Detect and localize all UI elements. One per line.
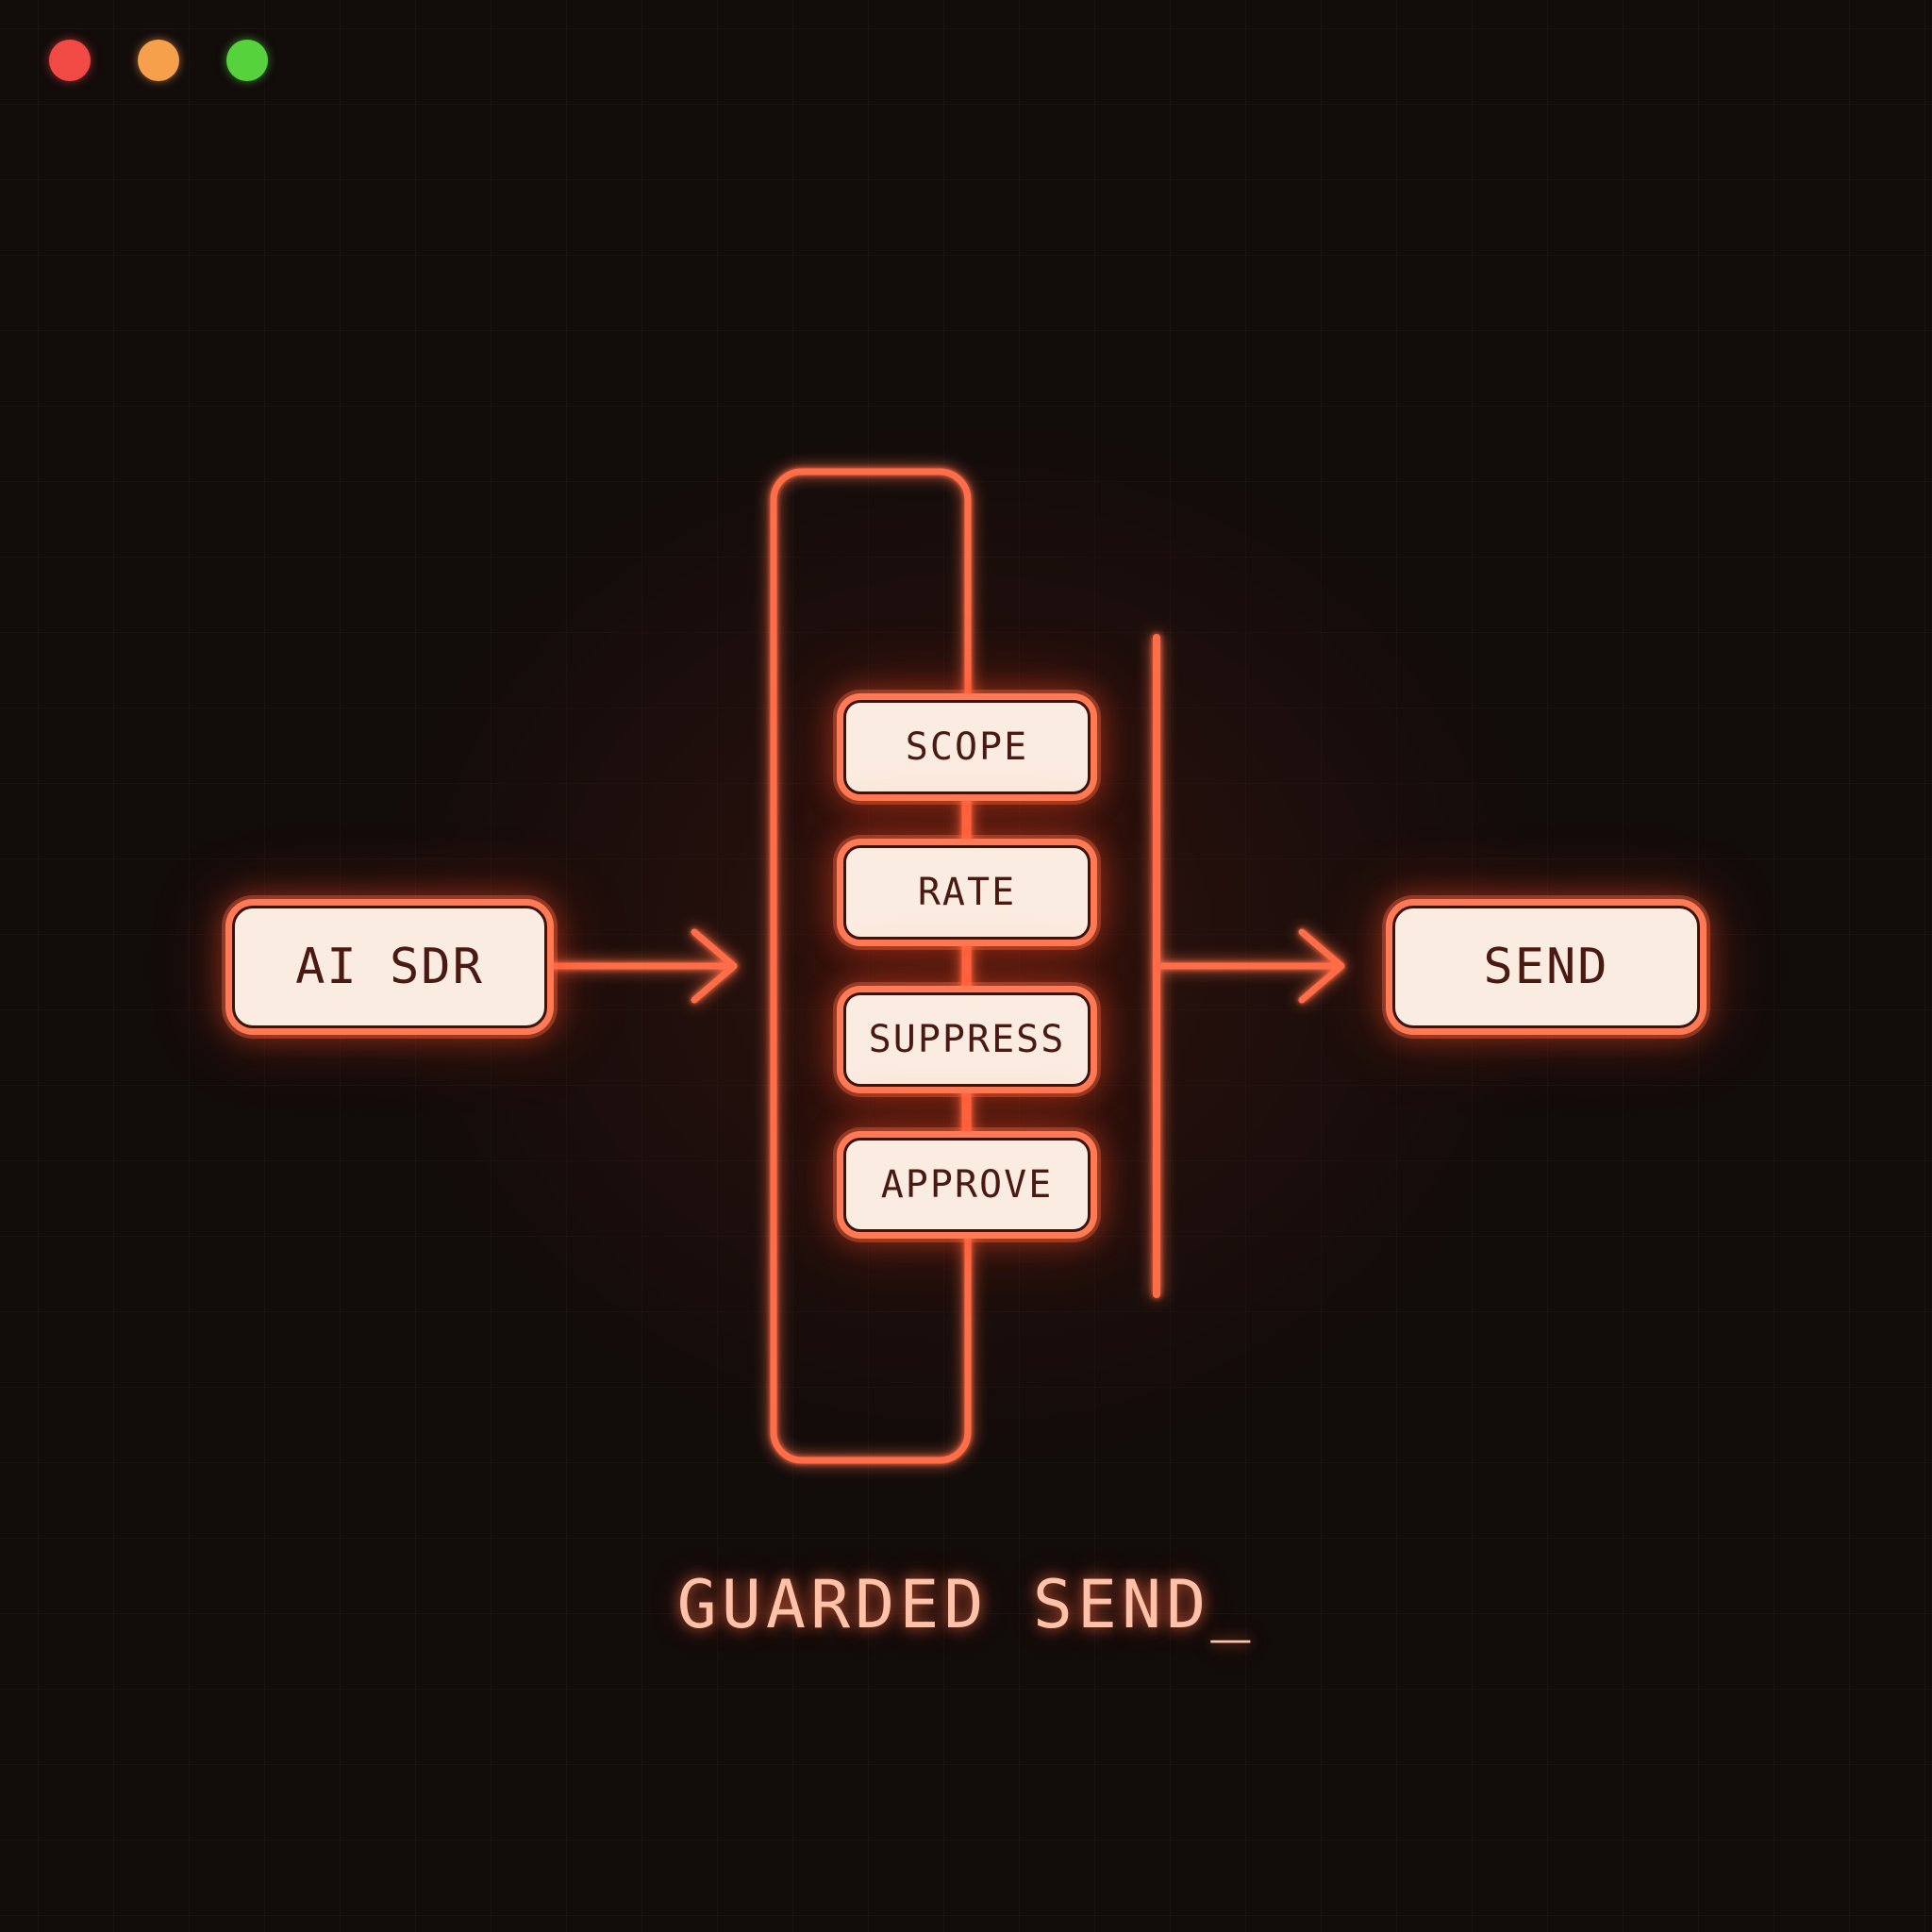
output-arrow-head	[1298, 928, 1345, 1004]
window-controls	[49, 40, 268, 81]
diagram-caption: GUARDED SEND_	[676, 1566, 1256, 1643]
maximize-dot-icon[interactable]	[226, 40, 268, 81]
check-rate: RATE	[843, 845, 1091, 940]
guard-column	[770, 468, 972, 1464]
check-suppress: SUPPRESS	[843, 992, 1091, 1087]
check-scope: SCOPE	[843, 700, 1091, 794]
target-node: SEND	[1392, 906, 1700, 1028]
source-node: AI SDR	[232, 906, 547, 1028]
minimize-dot-icon[interactable]	[138, 40, 179, 81]
check-approve: APPROVE	[843, 1138, 1091, 1232]
input-arrow-head	[691, 928, 738, 1004]
close-dot-icon[interactable]	[49, 40, 91, 81]
